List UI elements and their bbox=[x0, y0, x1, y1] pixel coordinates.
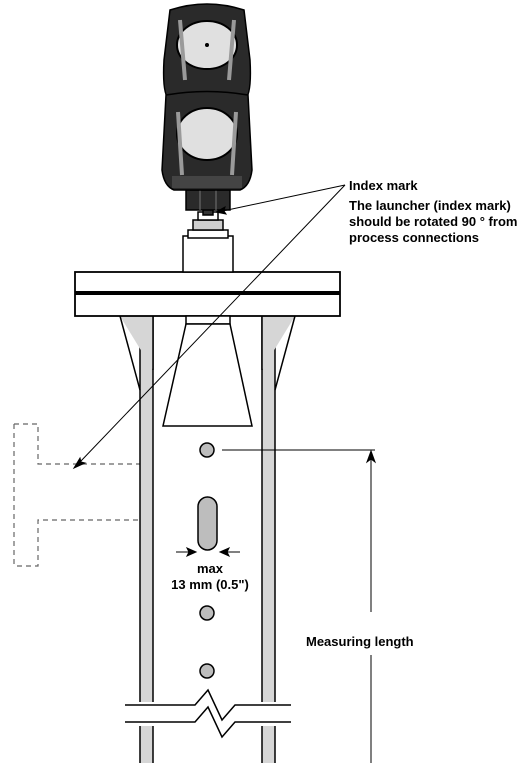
max-label: max bbox=[196, 561, 224, 576]
pipe-hole bbox=[199, 605, 215, 621]
measuring-length-label: Measuring length bbox=[306, 634, 414, 649]
slot-hole bbox=[197, 496, 218, 551]
measuring-length-dimension bbox=[222, 449, 377, 763]
pipe-hole bbox=[199, 663, 215, 679]
slot-width-value: 13 mm (0.5") bbox=[171, 577, 249, 592]
leader-lines bbox=[72, 184, 346, 470]
slot-width-arrows bbox=[176, 546, 240, 558]
pipe-reducer bbox=[119, 315, 296, 391]
horn-antenna-icon bbox=[162, 315, 253, 427]
launcher-rotation-note: The launcher (index mark) should be rota… bbox=[349, 198, 518, 245]
process-adapter bbox=[182, 189, 234, 273]
flange bbox=[74, 271, 341, 317]
side-process-connection bbox=[13, 423, 147, 567]
transmitter-housing-icon bbox=[161, 3, 253, 191]
pipe-hole bbox=[199, 442, 215, 458]
pipe-break-icon bbox=[125, 688, 291, 739]
still-pipe bbox=[139, 316, 276, 763]
pipe-holes bbox=[197, 442, 218, 679]
index-mark-label: Index mark bbox=[349, 178, 418, 193]
